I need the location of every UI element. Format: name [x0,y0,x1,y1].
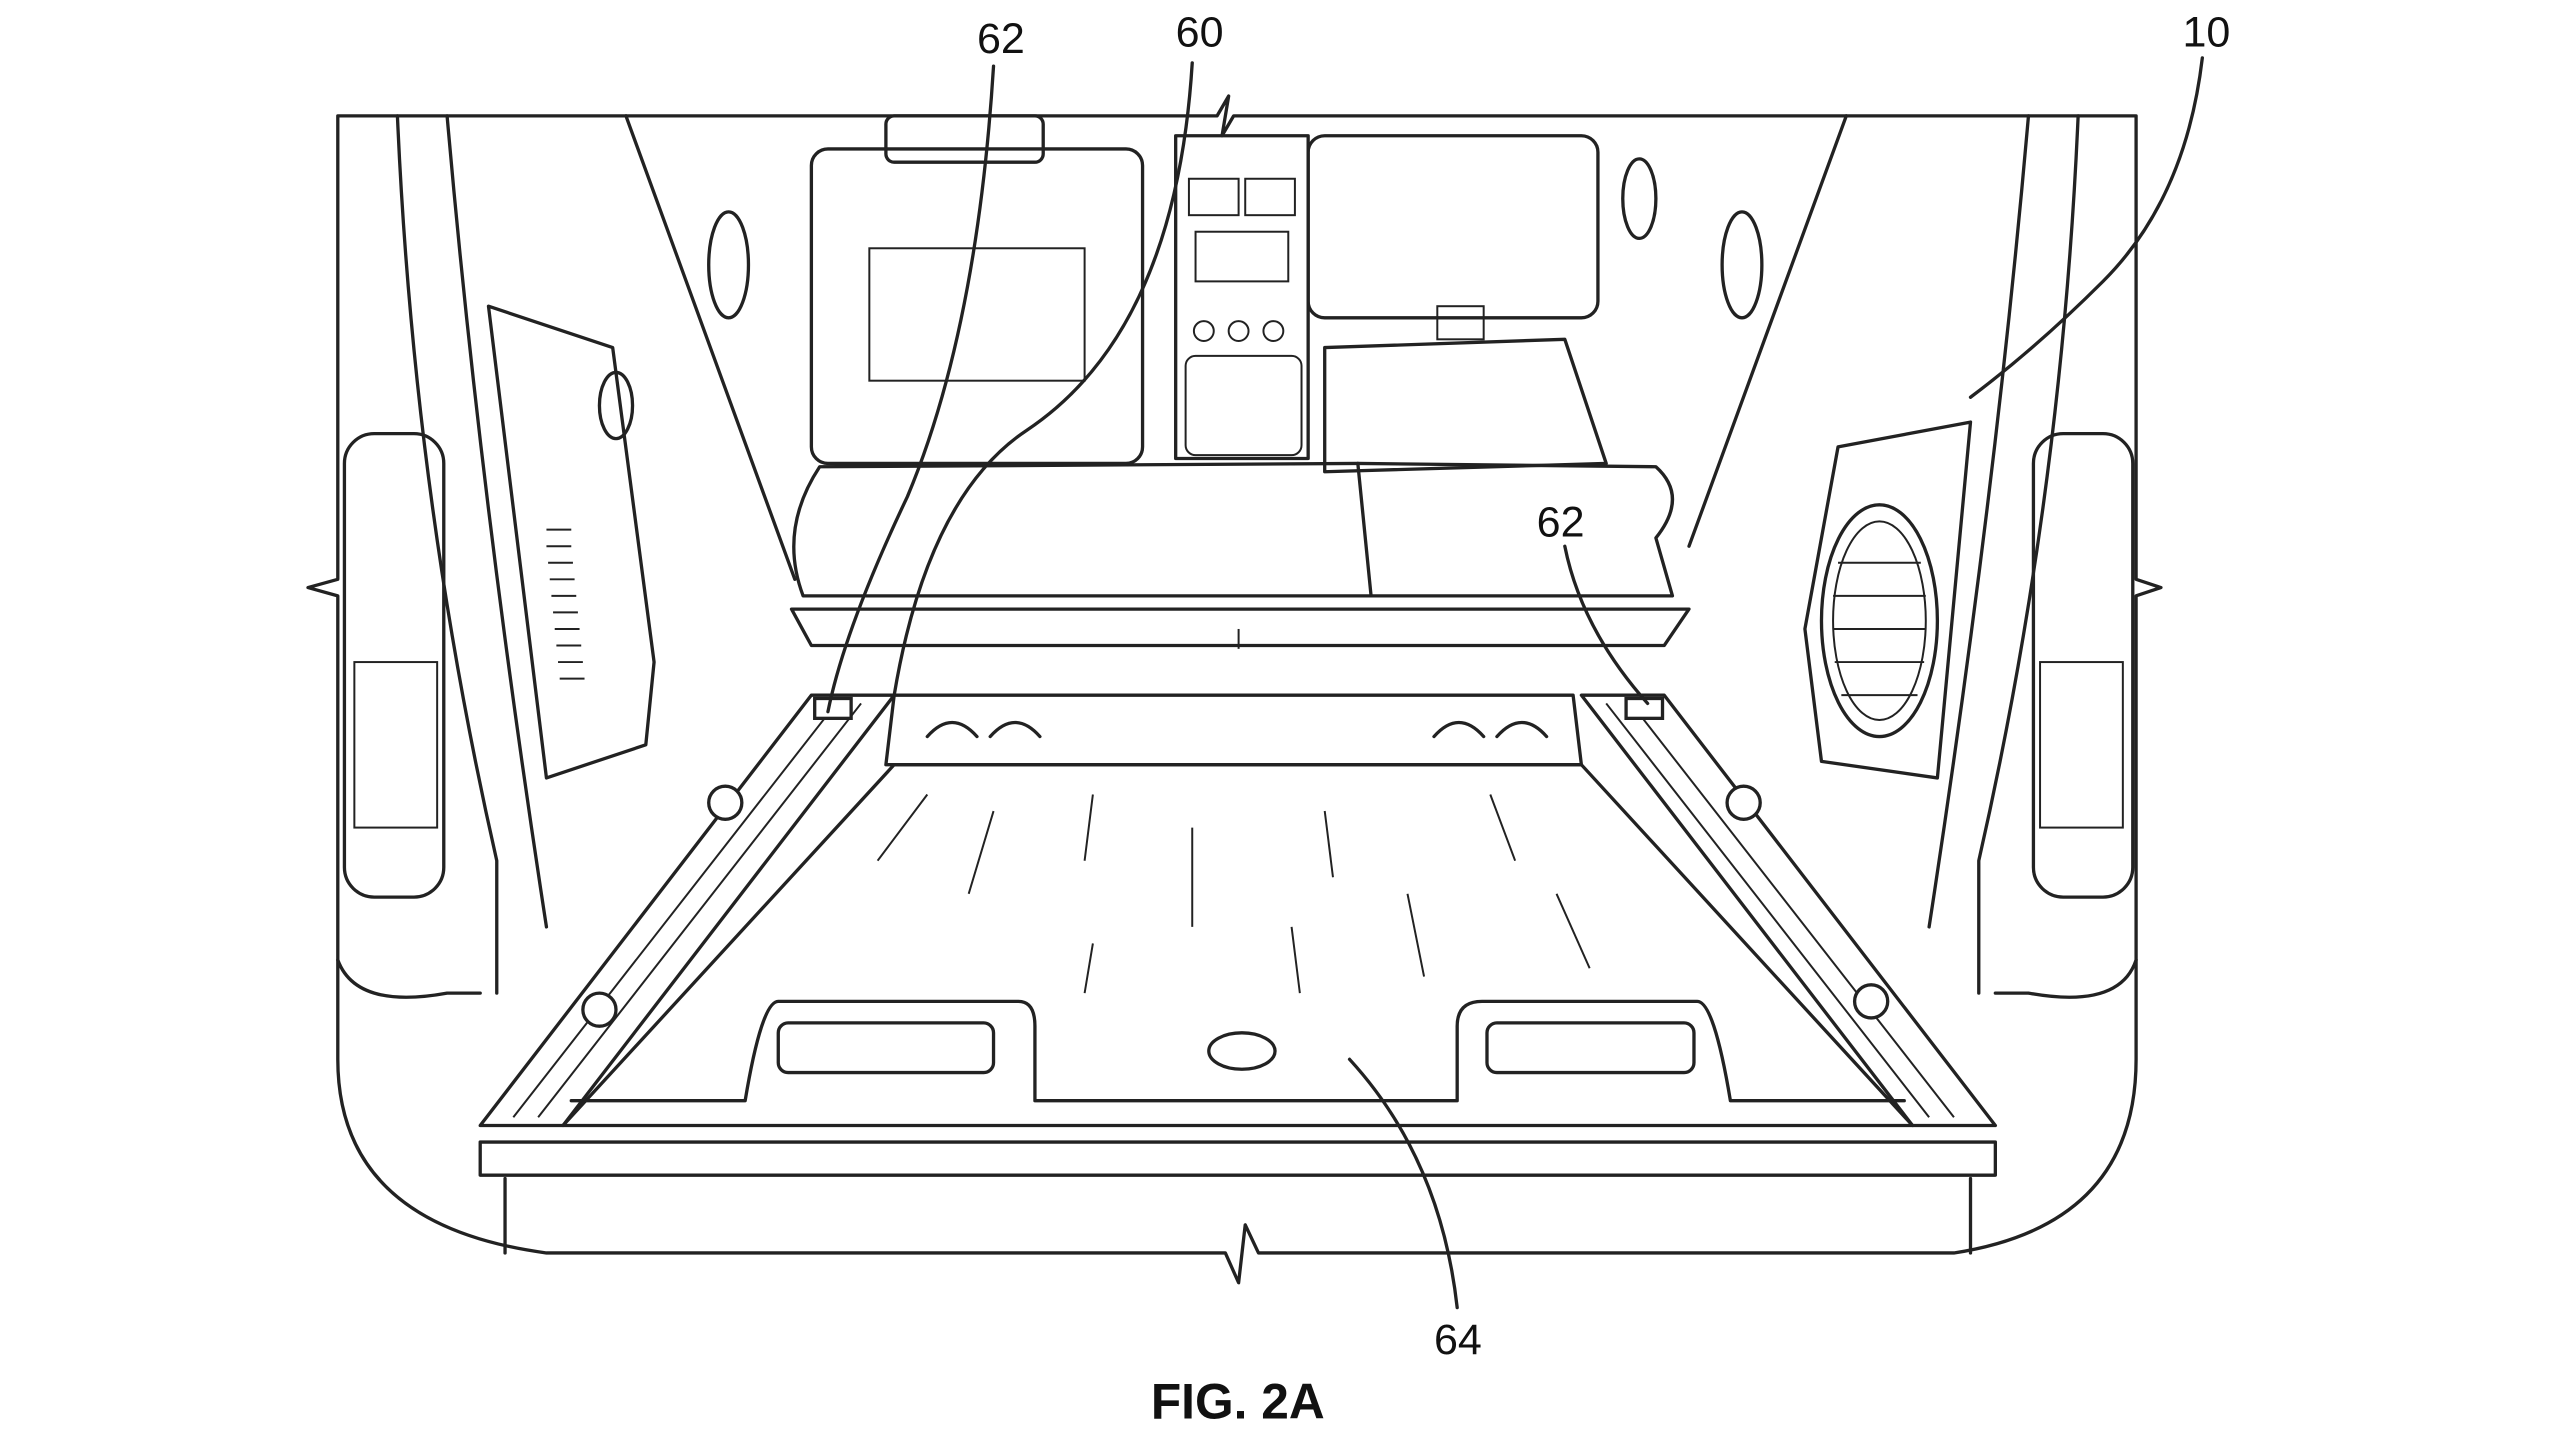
label-60: 60 [1176,8,1224,56]
folded-seatback [789,461,1691,649]
left-taillamp [342,432,446,899]
tray-surface-lines [876,793,1591,994]
right-rail [1579,693,1997,1128]
tray-back-wall [884,693,1584,767]
rear-seats [809,114,1608,474]
left-handle [776,1021,996,1075]
leader-64 [1347,1057,1459,1310]
right-taillamp [2031,432,2135,899]
leader-62-left [826,64,996,714]
right-handle [1485,1021,1696,1075]
label-62-right: 62 [1537,498,1585,546]
figure-caption: FIG. 2A [1151,1373,1325,1429]
vehicle-body [306,94,2163,1285]
left-side-panel [486,114,797,780]
speaker-grille [1819,503,1940,739]
leader-60 [892,61,1194,697]
label-64: 64 [1434,1316,1482,1364]
right-side-panel [1621,114,1973,780]
tray-drain [1207,1031,1277,1071]
label-62-left: 62 [977,15,1025,63]
reference-labels: 62 60 10 62 64 FIG. 2A [826,8,2230,1429]
cargo-tray [478,763,1997,1255]
left-vent [546,528,585,680]
leader-10 [1968,56,2204,399]
label-10: 10 [2182,8,2230,56]
center-console [1174,134,1310,461]
leader-62-right [1563,544,1650,706]
